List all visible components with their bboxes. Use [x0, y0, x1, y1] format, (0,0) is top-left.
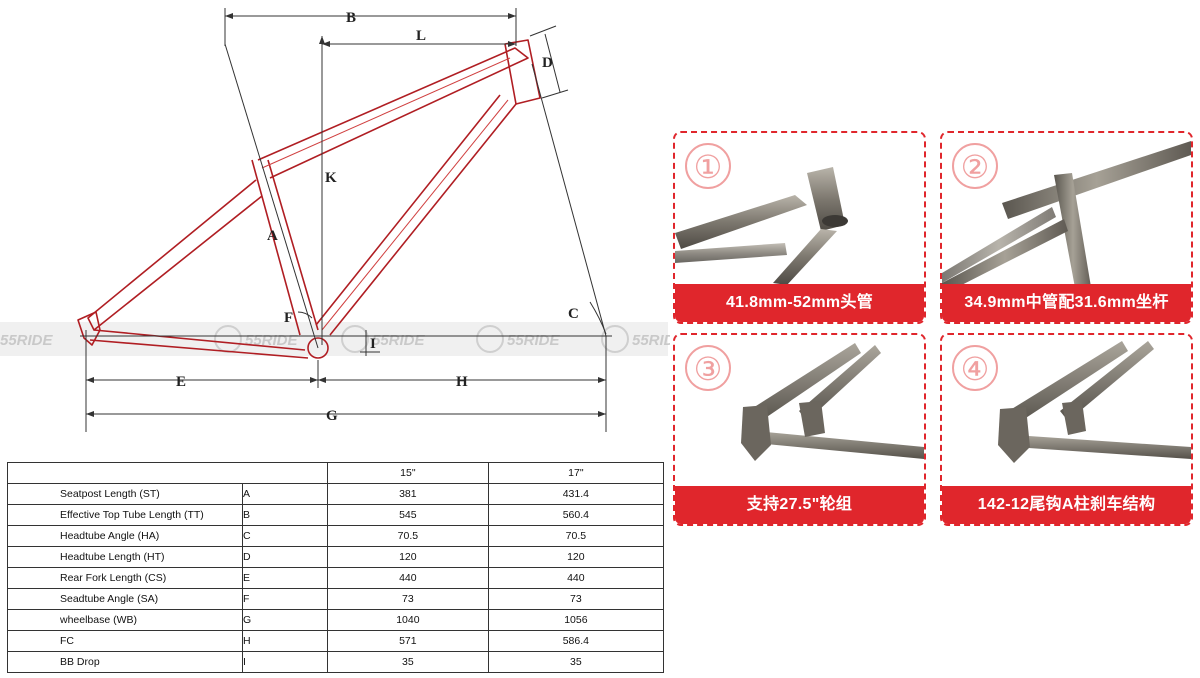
card-caption: 41.8mm-52mm头管 [675, 284, 924, 322]
watermark-text: 55RIDE [372, 332, 426, 349]
param-value: 431.4 [487, 483, 665, 505]
dim-label-l: L [416, 28, 426, 44]
param-code: I [242, 651, 328, 673]
param-value: 120 [487, 546, 665, 568]
table-row: Headtube Angle (HA) C 70.5 70.5 [7, 525, 665, 547]
table-header-size: 17" [487, 462, 665, 484]
param-value: 70.5 [487, 525, 665, 547]
table-row: Rear Fork Length (CS) E 440 440 [7, 567, 665, 589]
dim-label-h: H [456, 374, 468, 390]
param-value: 440 [487, 567, 665, 589]
dim-label-a: A [267, 228, 278, 244]
param-value: 35 [327, 651, 489, 673]
card-caption: 34.9mm中管配31.6mm坐杆 [942, 284, 1191, 322]
dimension-lines [80, 8, 612, 432]
table-row: Seatpost Length (ST) A 381 431.4 [7, 483, 665, 505]
table-row: wheelbase (WB) G 1040 1056 [7, 609, 665, 631]
detail-card-dropout: ④ 142-12尾钩A柱刹车结构 [940, 333, 1193, 526]
table-row: Headtube Length (HT) D 120 120 [7, 546, 665, 568]
card-number-badge: ④ [952, 345, 998, 391]
table-header-row: 15" 17" [7, 462, 665, 484]
frame-geometry-diagram: 55RIDE 55RIDE 55RIDE 55RIDE 55RIDE [0, 8, 670, 432]
detail-card-head-tube: ① 41.8mm-52mm头管 [673, 131, 926, 324]
param-code: D [242, 546, 328, 568]
param-code: F [242, 588, 328, 610]
card-caption: 142-12尾钩A柱刹车结构 [942, 486, 1191, 524]
param-code: C [242, 525, 328, 547]
dim-label-b: B [346, 10, 356, 26]
param-name: Rear Fork Length (CS) [7, 567, 243, 589]
param-value: 120 [327, 546, 489, 568]
watermark-logo-icon [601, 325, 629, 353]
detail-card-seat-tube: ② 34.9mm中管配31.6mm坐杆 [940, 131, 1193, 324]
param-value: 1040 [327, 609, 489, 631]
dimension-arrows [86, 13, 606, 417]
table-row: Effective Top Tube Length (TT) B 545 560… [7, 504, 665, 526]
frame-outline [77, 39, 541, 359]
dim-label-f: F [284, 310, 293, 326]
table-row: FC H 571 586.4 [7, 630, 665, 652]
param-name: Effective Top Tube Length (TT) [7, 504, 243, 526]
table-row: BB Drop I 35 35 [7, 651, 665, 673]
param-code: E [242, 567, 328, 589]
dim-label-k: K [325, 170, 337, 186]
param-name: Seadtube Angle (SA) [7, 588, 243, 610]
param-code: H [242, 630, 328, 652]
table-row: Seadtube Angle (SA) F 73 73 [7, 588, 665, 610]
dim-label-d: D [542, 55, 553, 71]
card-number-badge: ② [952, 143, 998, 189]
table-header-size: 15" [327, 462, 489, 484]
param-value: 586.4 [487, 630, 665, 652]
watermark-band: 55RIDE 55RIDE 55RIDE 55RIDE 55RIDE [0, 322, 670, 356]
card-number-badge: ③ [685, 345, 731, 391]
param-name: wheelbase (WB) [7, 609, 243, 631]
dropout-photo [998, 341, 1191, 463]
seat-tube-photo [942, 141, 1191, 295]
param-value: 571 [327, 630, 489, 652]
card-number-badge: ① [685, 143, 731, 189]
param-name: BB Drop [7, 651, 243, 673]
param-code: B [242, 504, 328, 526]
param-value: 70.5 [327, 525, 489, 547]
watermark-text: 55RIDE [507, 332, 561, 349]
dim-label-c: C [568, 306, 579, 322]
watermark-text: 55RIDE [0, 332, 54, 349]
param-name: Headtube Angle (HA) [7, 525, 243, 547]
head-tube-photo [675, 167, 848, 285]
dim-label-i: I [370, 336, 376, 352]
watermark-logo-icon [341, 325, 369, 353]
param-value: 545 [327, 504, 489, 526]
param-name: Headtube Length (HT) [7, 546, 243, 568]
param-name: Seatpost Length (ST) [7, 483, 243, 505]
detail-card-rear-wheel: ③ 支持27.5"轮组 [673, 333, 926, 526]
geometry-spec-table: 15" 17" Seatpost Length (ST) A 381 431.4… [7, 462, 665, 673]
dim-label-g: G [326, 408, 338, 424]
param-value: 1056 [487, 609, 665, 631]
dim-label-e: E [176, 374, 186, 390]
param-code: A [242, 483, 328, 505]
param-value: 73 [487, 588, 665, 610]
card-caption: 支持27.5"轮组 [675, 486, 924, 524]
rear-triangle-photo [741, 343, 924, 461]
param-code: G [242, 609, 328, 631]
param-value: 73 [327, 588, 489, 610]
param-value: 35 [487, 651, 665, 673]
param-value: 560.4 [487, 504, 665, 526]
param-value: 381 [327, 483, 489, 505]
frame-highlights [261, 57, 511, 331]
param-value: 440 [327, 567, 489, 589]
param-name: FC [7, 630, 243, 652]
table-header-blank [7, 462, 328, 484]
watermark-text: 55RIDE [632, 332, 670, 349]
watermark-logo-icon [476, 325, 504, 353]
